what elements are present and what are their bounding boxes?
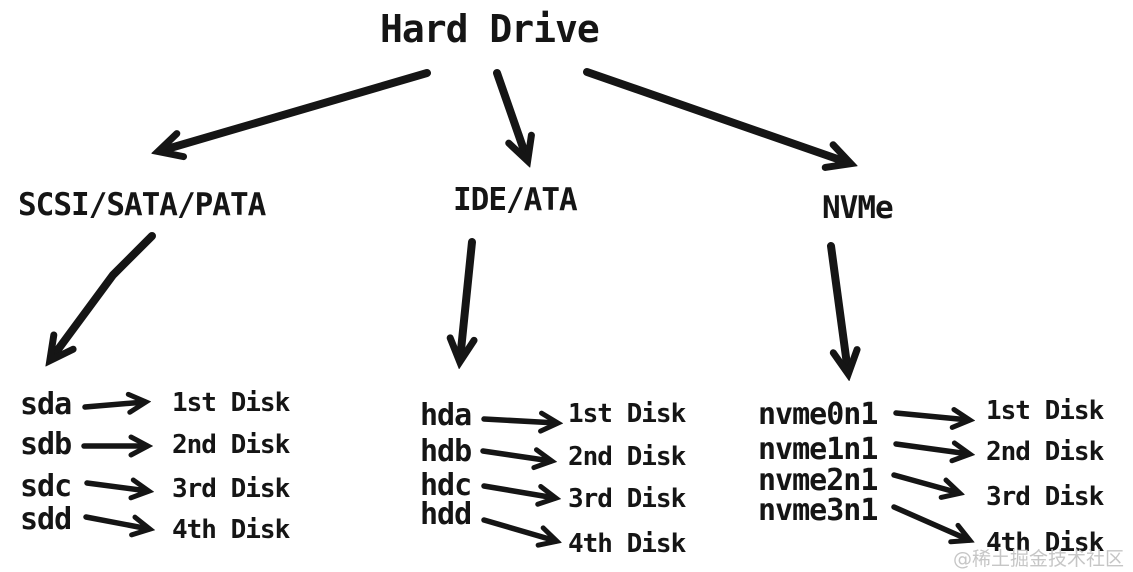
arrow-scsi-to-list	[51, 232, 156, 359]
root-label: Hard Drive	[380, 7, 600, 51]
device-label-nvme2n1: nvme2n1	[758, 463, 878, 498]
arrow-root-to-scsi	[160, 69, 431, 151]
device-label-hdb: hdb	[420, 434, 472, 469]
device-label-nvme1n1: nvme1n1	[758, 432, 878, 467]
arrow-sdc-3rd	[84, 483, 148, 491]
arrow-ide-to-list	[460, 238, 472, 360]
branch-label-nvme: NVMe	[822, 190, 894, 226]
arrow-nvme0n1-1st	[893, 413, 969, 420]
disk-label-nvme-3rd: 3rd Disk	[986, 482, 1104, 512]
arrow-hdc-3rd	[481, 483, 555, 498]
disk-label-ide-4th: 4th Disk	[568, 529, 686, 559]
disk-label-ide-1st: 1st Disk	[568, 399, 686, 429]
watermark-text: @稀土掘金技术社区	[953, 548, 1125, 570]
arrow-sda-1st	[82, 402, 145, 407]
arrow-hdb-2nd	[480, 451, 551, 461]
device-label-sda: sda	[20, 387, 72, 422]
device-label-hda: hda	[420, 398, 472, 433]
disk-label-nvme-2nd: 2nd Disk	[986, 437, 1104, 467]
disk-label-nvme-4th: 4th Disk	[986, 528, 1104, 558]
disk-label-ide-3rd: 3rd Disk	[568, 484, 686, 514]
branch-label-scsi-sata-pata: SCSI/SATA/PATA	[18, 187, 266, 223]
arrow-sdd-4th	[83, 514, 149, 529]
arrow-hda-1st	[481, 419, 557, 423]
arrow-nvme-to-list	[827, 242, 848, 372]
device-label-sdc: sdc	[20, 469, 72, 504]
arrow-root-to-nvme	[583, 68, 849, 163]
disk-label-ide-2nd: 2nd Disk	[568, 442, 686, 472]
branch-label-ide-ata: IDE/ATA	[453, 182, 578, 218]
disk-label-scsi-2nd: 2nd Disk	[172, 430, 290, 460]
arrow-nvme2n1-3rd	[891, 472, 959, 493]
arrow-hdd-4th	[481, 517, 556, 541]
disk-label-scsi-1st: 1st Disk	[172, 388, 290, 418]
device-label-nvme3n1: nvme3n1	[758, 493, 878, 528]
device-label-sdb: sdb	[20, 427, 72, 462]
disk-label-nvme-1st: 1st Disk	[986, 396, 1104, 426]
arrow-root-to-ide	[493, 69, 527, 159]
arrow-nvme1n1-2nd	[893, 444, 969, 454]
disk-label-scsi-4th: 4th Disk	[172, 515, 290, 545]
device-label-nvme0n1: nvme0n1	[758, 397, 878, 432]
device-label-sdd: sdd	[20, 502, 72, 537]
disk-label-scsi-3rd: 3rd Disk	[172, 474, 290, 504]
arrow-nvme3n1-4th	[891, 504, 969, 540]
device-label-hdd: hdd	[420, 497, 472, 532]
device-label-hdc: hdc	[420, 468, 472, 503]
